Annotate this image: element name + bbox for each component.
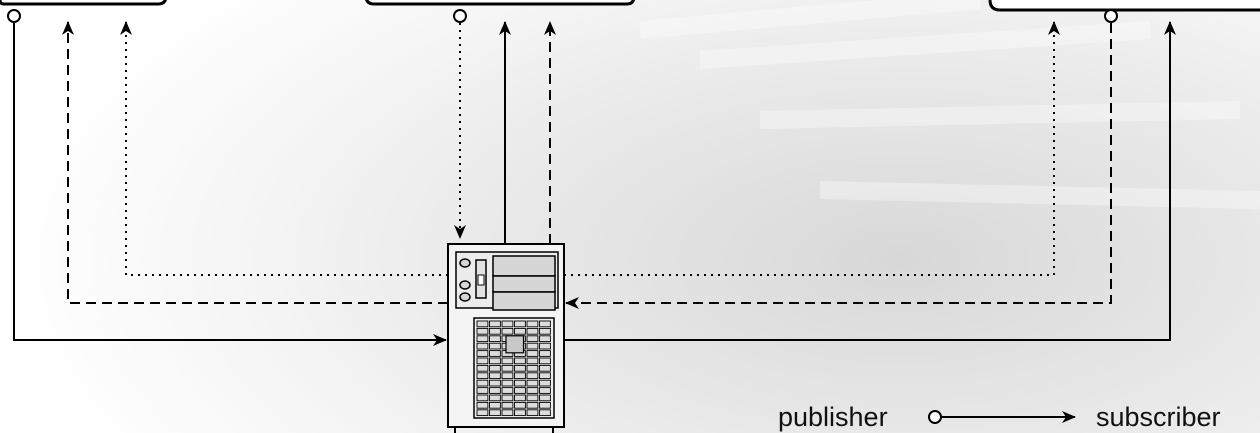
vent-cell xyxy=(539,327,551,335)
vent-cell xyxy=(514,394,526,402)
vent-cell xyxy=(501,379,514,387)
vent-cell xyxy=(539,401,551,409)
vent-cell xyxy=(526,327,539,335)
vent-cell xyxy=(489,401,501,409)
vent-cell xyxy=(489,357,501,365)
vent-cell xyxy=(501,401,514,409)
vent-cell xyxy=(476,357,489,365)
vent-cell xyxy=(514,387,526,394)
vent-cell xyxy=(526,409,539,417)
legend-publisher-label: publisher xyxy=(778,402,888,432)
vent-cell xyxy=(476,372,489,380)
vent-cell xyxy=(526,342,539,350)
vent-cell xyxy=(501,364,514,372)
vent-cell xyxy=(526,394,539,402)
left-publisher-port xyxy=(7,9,21,23)
vent-cell xyxy=(539,357,551,365)
left-solid-publish-line xyxy=(13,23,447,346)
legend-subscriber-label: subscriber xyxy=(1096,402,1221,432)
vent-cell xyxy=(539,409,551,417)
vent-cell xyxy=(539,387,551,394)
vent-cell xyxy=(514,409,526,417)
client-box-middle xyxy=(365,0,635,6)
vent-cell xyxy=(514,379,526,387)
vent-cell xyxy=(489,387,501,394)
legend-publisher-circle xyxy=(928,410,942,424)
vent-cell xyxy=(526,387,539,394)
vent-cell xyxy=(539,394,551,402)
server-vent-grid xyxy=(476,320,551,417)
client-box-left xyxy=(0,0,167,6)
vent-cell xyxy=(476,394,489,402)
vent-cell xyxy=(489,364,501,372)
vent-cell xyxy=(526,335,539,343)
vent-cell xyxy=(539,342,551,350)
vent-cell xyxy=(489,379,501,387)
vent-cell xyxy=(476,320,489,328)
right-dashed-publish-line xyxy=(565,23,1112,309)
vent-cell xyxy=(539,364,551,372)
vent-cell xyxy=(539,320,551,328)
vent-cell xyxy=(476,379,489,387)
vent-cell xyxy=(476,401,489,409)
vent-cell xyxy=(476,327,489,335)
server-fan-block xyxy=(505,335,525,354)
vent-cell xyxy=(514,401,526,409)
vent-cell xyxy=(514,327,526,335)
vent-cell xyxy=(526,401,539,409)
vent-cell xyxy=(501,394,514,402)
vent-cell xyxy=(489,320,501,328)
vent-cell xyxy=(489,372,501,380)
left-dashed-subscribe-line xyxy=(62,21,448,304)
vent-cell xyxy=(514,320,526,328)
vent-cell xyxy=(501,372,514,380)
vent-cell xyxy=(489,335,501,343)
vent-cell xyxy=(501,320,514,328)
vent-cell xyxy=(514,364,526,372)
vent-cell xyxy=(476,387,489,394)
right-publisher-port xyxy=(1104,9,1118,23)
vent-cell xyxy=(489,394,501,402)
vent-cell xyxy=(476,342,489,350)
middle-publisher-port xyxy=(453,9,467,23)
vent-cell xyxy=(526,320,539,328)
right-solid-subscribe-line xyxy=(564,21,1176,341)
vent-cell xyxy=(514,357,526,365)
vent-cell xyxy=(489,342,501,350)
vent-cell xyxy=(476,409,489,417)
vent-cell xyxy=(476,335,489,343)
vent-cell xyxy=(501,409,514,417)
left-dotted-subscribe-line xyxy=(120,21,448,276)
vent-cell xyxy=(539,350,551,357)
vent-cell xyxy=(476,350,489,357)
vent-cell xyxy=(514,372,526,380)
legend: publisher subscriber xyxy=(778,402,1221,432)
vent-cell xyxy=(489,409,501,417)
right-dotted-subscribe-line xyxy=(564,21,1060,276)
vent-cell xyxy=(489,327,501,335)
vent-cell xyxy=(476,364,489,372)
vent-cell xyxy=(526,357,539,365)
vent-cell xyxy=(539,372,551,380)
vent-cell xyxy=(526,379,539,387)
vent-cell xyxy=(526,350,539,357)
vent-cell xyxy=(526,364,539,372)
vent-cell xyxy=(501,327,514,335)
server-tower-icon xyxy=(447,243,565,433)
background-streaks xyxy=(639,0,1260,209)
vent-cell xyxy=(526,372,539,380)
vent-cell xyxy=(539,335,551,343)
vent-cell xyxy=(501,357,514,365)
vent-cell xyxy=(489,350,501,357)
vent-cell xyxy=(539,379,551,387)
client-box-right xyxy=(988,0,1260,12)
vent-cell xyxy=(501,387,514,394)
